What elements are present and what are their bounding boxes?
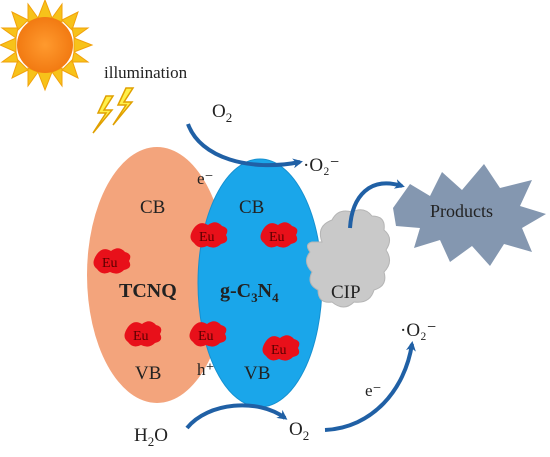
eu-spot: Eu [190, 222, 228, 248]
superoxide-right-label: ·O₂⁻ [400, 320, 437, 341]
eu-label: Eu [102, 256, 118, 271]
gcn-cb-label: CB [239, 197, 264, 218]
tcnq-cb-label: CB [140, 197, 165, 218]
tcnq-name-label: TCNQ [119, 280, 177, 302]
products-star: Products [393, 164, 546, 266]
cip-cloud: CIP [306, 209, 390, 308]
products-label: Products [430, 201, 493, 221]
o2-bottom-label: O2 [289, 419, 309, 443]
lightning-icon [92, 87, 135, 134]
eu-label: Eu [198, 329, 214, 344]
tcnq-vb-label: VB [135, 363, 161, 384]
gcn-vb-label: VB [244, 363, 270, 384]
gcn-name-label: g-C3N4 [220, 280, 279, 305]
illumination-label: illumination [104, 63, 188, 82]
cip-label: CIP [331, 282, 361, 303]
eu-label: Eu [269, 230, 285, 245]
eu-label: Eu [133, 329, 149, 344]
eu-label: Eu [199, 230, 215, 245]
electron-bottom-label: e⁻ [365, 381, 382, 400]
h2o-label: H2O [134, 425, 168, 449]
eu-spot: Eu [189, 321, 227, 347]
arrow-o2-to-superoxide-bottom [324, 341, 416, 432]
arrow-h2o-to-o2 [185, 403, 288, 430]
eu-spot: Eu [262, 335, 300, 361]
electron-label: e⁻ [197, 169, 214, 188]
arrow-o2-to-superoxide [186, 123, 303, 169]
hole-label: h⁺ [197, 360, 214, 379]
sun-icon [0, 0, 94, 92]
eu-spot: Eu [93, 248, 131, 274]
o2-top-label: O2 [212, 101, 232, 125]
arrow-superoxide-to-products [348, 179, 405, 229]
eu-spot: Eu [260, 222, 298, 248]
eu-label: Eu [271, 343, 287, 358]
superoxide-top-label: ·O₂⁻ [303, 155, 340, 176]
eu-spot: Eu [124, 321, 162, 347]
